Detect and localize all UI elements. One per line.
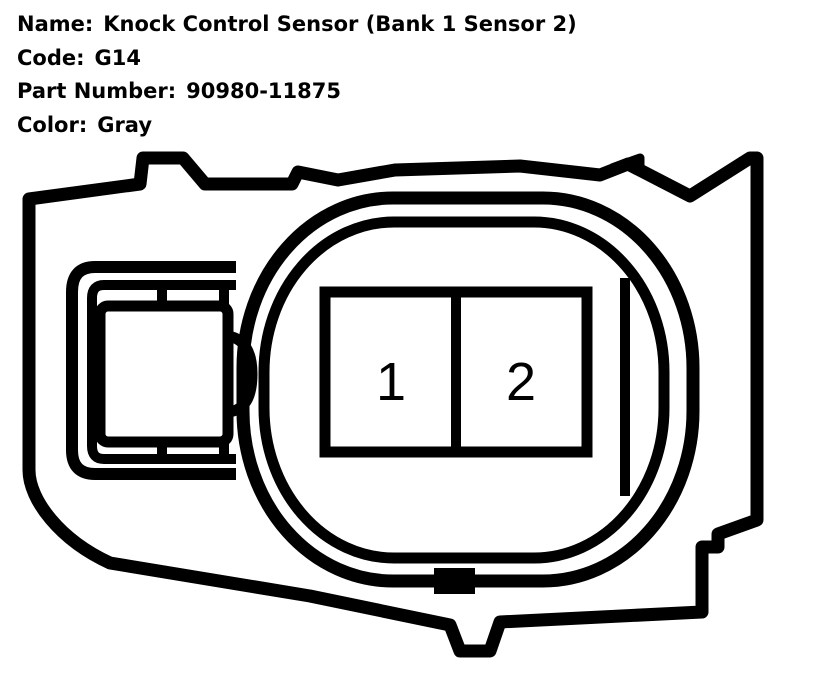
latch-body (94, 300, 234, 448)
housing-top-rib (610, 153, 645, 173)
part-number-value: 90980-11875 (186, 79, 341, 103)
color-value: Gray (97, 112, 153, 137)
latch-inner (87, 280, 236, 464)
code-label: Code: (17, 45, 85, 70)
name-value: Knock Control Sensor (Bank 1 Sensor 2) (103, 12, 577, 36)
latch-outer (66, 261, 236, 480)
code-value: G14 (94, 45, 141, 70)
part-number-row: Part Number: 90980-11875 (17, 75, 577, 109)
color-row: Color: Gray (17, 109, 577, 143)
latch-tab (226, 330, 258, 418)
bottom-key (434, 568, 475, 594)
code-row: Code: G14 (17, 42, 577, 76)
pin-2-label: 2 (506, 352, 536, 412)
connector-housing-outline (22, 151, 764, 658)
color-label: Color: (17, 112, 88, 137)
pin-1-label: 1 (376, 352, 406, 412)
name-label: Name: (17, 12, 94, 36)
connector-shell-inner (258, 216, 670, 564)
part-number-label: Part Number: (17, 79, 177, 103)
name-row: Name: Knock Control Sensor (Bank 1 Sensor… (17, 8, 577, 42)
connector-info: Name: Knock Control Sensor (Bank 1 Sensor… (17, 8, 577, 142)
